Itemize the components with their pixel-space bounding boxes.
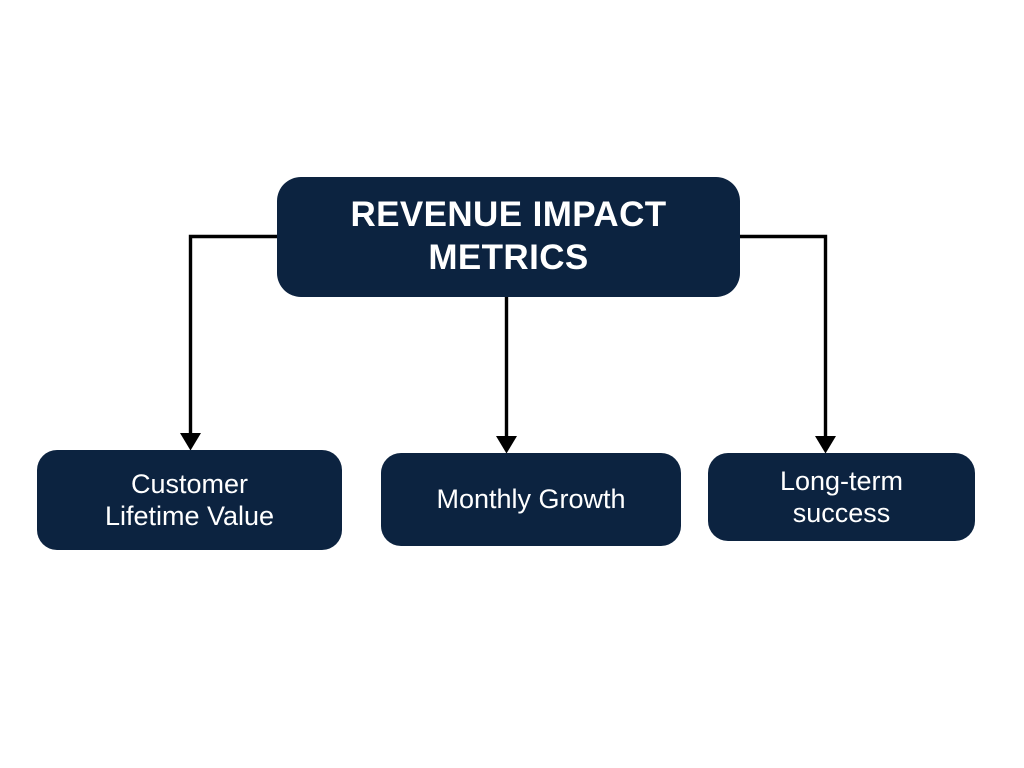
child-node-label: Customer Lifetime Value	[104, 468, 275, 531]
connector-root-to-long-term-success	[740, 234, 828, 437]
child-node-label: Long-term success	[779, 465, 904, 528]
root-node-label: REVENUE IMPACT METRICS	[350, 195, 667, 277]
arrowhead-customer-lifetime-value	[180, 433, 201, 451]
arrowhead-monthly-growth	[496, 436, 517, 454]
arrowhead-long-term-success	[815, 436, 836, 454]
child-node-monthly-growth[interactable]: Monthly Growth	[381, 453, 681, 546]
connector-root-to-customer-lifetime-value	[188, 234, 277, 434]
child-node-long-term-success[interactable]: Long-term success	[708, 453, 975, 541]
child-node-label: Monthly Growth	[436, 484, 626, 515]
child-node-customer-lifetime-value[interactable]: Customer Lifetime Value	[37, 450, 342, 550]
root-node-revenue-impact-metrics[interactable]: REVENUE IMPACT METRICS	[277, 177, 740, 297]
